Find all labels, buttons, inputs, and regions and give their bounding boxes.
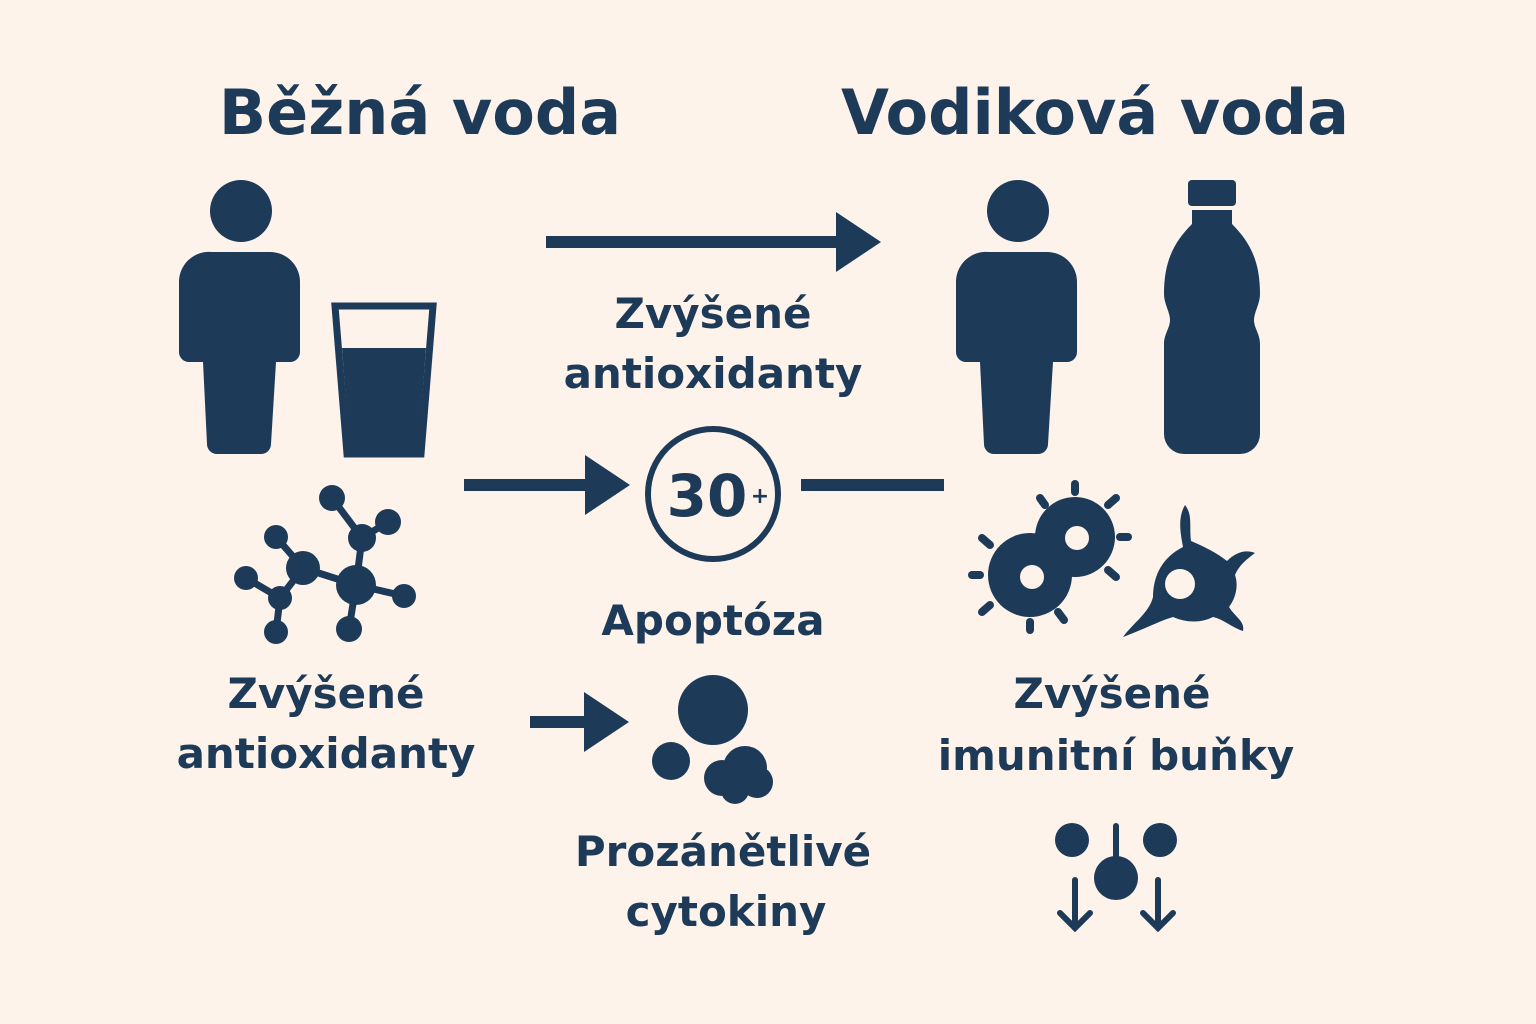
top-arrow-label-line1: Zvýšené [614,289,811,338]
molecule-icon [234,485,416,644]
left-label-line2: antioxidanty [177,729,476,778]
arrow-right-icon-bottom [530,692,629,752]
glass-icon [331,302,437,458]
person-icon-left [178,180,300,454]
top-arrow-label-line2: antioxidanty [564,349,863,398]
arrow-right-icon-middle [464,455,630,515]
badge-plus: + [751,484,769,509]
left-label-line1: Zvýšené [227,669,424,718]
cytokine-icon [652,675,773,804]
badge-number: 30 [667,462,748,530]
decrease-arrows-icon [1055,823,1177,933]
title-regular-water: Běžná voda [219,76,621,149]
apoptosis-label: Apoptóza [601,596,824,645]
right-label-line1: Zvýšené [1013,669,1210,718]
cytokines-label-line1: Prozánětlivé [575,827,871,876]
bottle-icon [1164,180,1260,454]
connector-line [801,479,944,491]
arrow-right-icon-top [546,212,881,272]
immune-cells-icon [968,480,1255,637]
badge-30-plus: 30 + [645,426,781,562]
title-hydrogen-water: Vodiková voda [841,76,1349,149]
cytokines-label-line2: cytokiny [626,887,827,936]
person-icon-right [955,180,1077,454]
right-label-line2: imunitní buňky [938,731,1295,780]
